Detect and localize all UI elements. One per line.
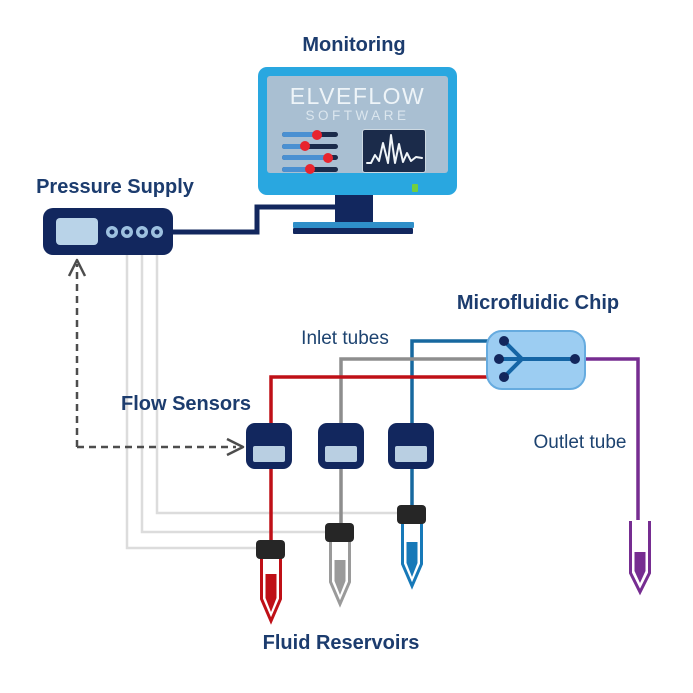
arrowhead-up-icon xyxy=(67,258,87,277)
chip-outlet-port xyxy=(570,354,580,364)
monitor-stand-base-top xyxy=(293,222,414,228)
sensor-display xyxy=(325,446,357,462)
chip-inlet-port-middle xyxy=(494,354,504,364)
flow-sensor-2 xyxy=(318,423,364,469)
label-fluid-reservoirs: Fluid Reservoirs xyxy=(262,632,420,654)
pressure-supply-screen xyxy=(56,218,98,245)
pressure-line-to-red-reservoir xyxy=(125,253,263,550)
tube-liquid xyxy=(334,560,346,595)
microfluidic-chip-device xyxy=(486,330,586,390)
supply-port-dot xyxy=(124,229,130,235)
fluid-reservoir-red xyxy=(256,540,285,625)
tube-cap xyxy=(397,505,426,524)
slider-knob-icon xyxy=(322,152,333,163)
sensor-display xyxy=(253,446,285,462)
tube-cap xyxy=(325,523,354,542)
monitor-stand-base-bottom xyxy=(293,228,413,234)
flow-sensor-1 xyxy=(246,423,292,469)
label-flow-sensors: Flow Sensors xyxy=(120,393,252,415)
inlet-lines-group xyxy=(269,339,504,546)
monitor-stand-neck xyxy=(335,195,373,223)
label-pressure-supply: Pressure Supply xyxy=(36,176,194,198)
waveform-icon xyxy=(366,134,423,164)
supply-to-monitor-cable xyxy=(173,204,337,235)
supply-port-dot xyxy=(109,229,115,235)
screen-sliders xyxy=(282,129,338,175)
supply-port-dot xyxy=(139,229,145,235)
label-monitoring: Monitoring xyxy=(302,34,406,56)
slider-knob-icon xyxy=(299,141,310,151)
label-outlet-tube: Outlet tube xyxy=(533,432,627,453)
slider-knob-icon xyxy=(311,129,322,140)
monitor-power-led-icon xyxy=(412,184,418,192)
pressure-lines-group xyxy=(125,253,404,550)
screen-slider-row xyxy=(282,141,338,151)
screen-slider-row xyxy=(282,164,338,174)
pressure-supply-device xyxy=(43,208,173,255)
outlet-tube-device xyxy=(629,521,651,596)
arrowhead-right-icon xyxy=(226,437,245,457)
tube-cap xyxy=(256,540,285,559)
flow-sensor-devices xyxy=(246,423,434,469)
fluid-reservoir-gray xyxy=(325,523,354,608)
chip-inlet-port-top xyxy=(499,336,509,346)
chip-inlet-port-bottom xyxy=(499,372,509,382)
supply-port-dot xyxy=(154,229,160,235)
label-microfluidic-chip: Microfluidic Chip xyxy=(456,292,620,314)
waveform-panel xyxy=(362,129,426,173)
fluid-reservoir-blue xyxy=(397,505,426,590)
flow-sensor-3 xyxy=(388,423,434,469)
tube-liquid xyxy=(265,574,277,612)
monitor-screen-subtitle: SOFTWARE xyxy=(305,108,410,123)
pressure-supply-ports xyxy=(106,226,163,238)
pressure-line-to-blue-reservoir xyxy=(155,253,404,515)
pressure-line-to-gray-reservoir xyxy=(140,253,332,534)
slider-knob-icon xyxy=(305,164,315,174)
monitor-screen-title: ELVEFLOW xyxy=(289,83,426,109)
screen-slider-row xyxy=(282,152,338,163)
outlet-line-purple xyxy=(585,357,640,520)
tube-liquid xyxy=(406,542,418,577)
tube-liquid xyxy=(634,552,646,583)
screen-slider-row xyxy=(282,129,338,140)
feedback-arrow-group xyxy=(67,258,245,457)
label-inlet-tubes: Inlet tubes xyxy=(301,328,389,349)
sensor-display xyxy=(395,446,427,462)
inlet-line-red xyxy=(269,375,504,546)
inlet-line-gray xyxy=(339,357,500,528)
